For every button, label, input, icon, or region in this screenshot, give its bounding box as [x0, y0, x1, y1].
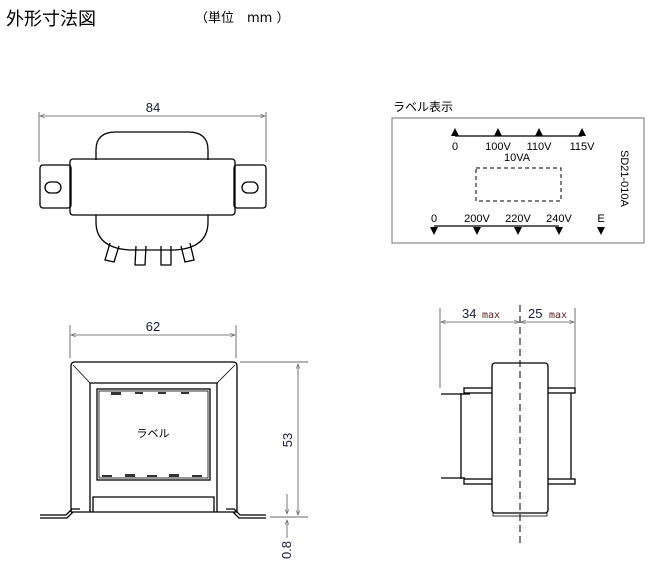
primary-tap-115v: 115V [570, 141, 596, 153]
secondary-tap-240v: 240V [546, 213, 572, 225]
height-dim-53: 53 [280, 433, 295, 447]
rating-text: 10VA [504, 152, 531, 164]
unit-note: （単位 mm ） [195, 10, 289, 26]
side-view: 34 max 25 max [439, 305, 576, 545]
depth-dim-25-max: max [549, 310, 567, 321]
depth-dim-34-max: max [482, 310, 500, 321]
primary-tap-100v: 100V [485, 141, 511, 153]
top-view: 84 [38, 100, 267, 266]
secondary-tap-e: E [597, 213, 604, 225]
depth-dim-25: 25 [528, 306, 542, 321]
secondary-tap-220v: 220V [505, 213, 531, 225]
width-dim-84: 84 [146, 100, 160, 115]
primary-tap-110v: 110V [527, 141, 553, 153]
model-number: SD21-010A [618, 150, 630, 208]
foot-dim-0-8: 0.8 [279, 541, 294, 559]
width-dim-62: 62 [146, 319, 160, 334]
drawing-title: 外形寸法図 [6, 9, 96, 30]
secondary-tap-200v: 200V [464, 213, 490, 225]
secondary-tap-0: 0 [431, 213, 437, 225]
front-label-text: ラベル [137, 428, 170, 440]
label-display: ラベル表示 0 100V 110V 115V 10VA 0 200V 220V … [391, 100, 645, 244]
terminals [104, 242, 195, 266]
depth-dim-34: 34 [462, 306, 476, 321]
primary-tap-0: 0 [452, 141, 458, 153]
label-display-heading: ラベル表示 [393, 100, 453, 114]
front-view: 62 ラベル 53 0.8 [40, 319, 308, 559]
